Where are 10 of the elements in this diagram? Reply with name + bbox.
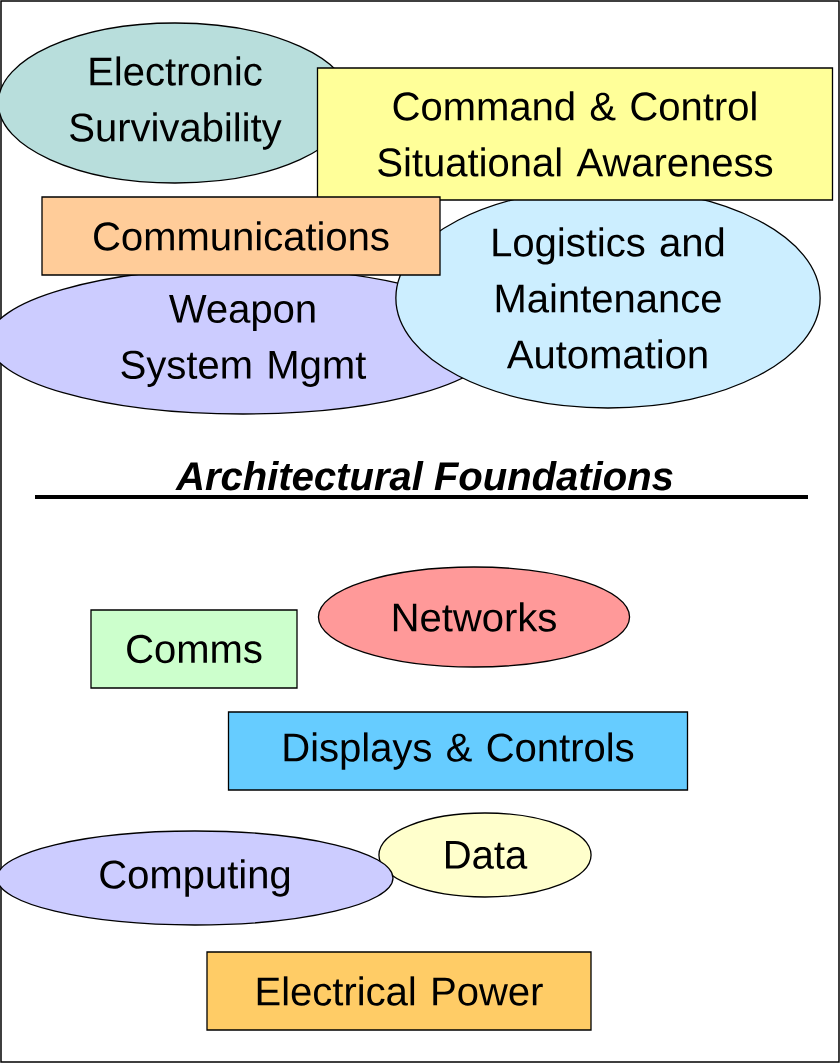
ellipse-bubble: Electronic Survivability (0, 22, 353, 184)
label-box: Displays & Controls (227, 711, 689, 791)
ellipse-bubble: Networks (317, 566, 631, 668)
ellipse-bubble: Data (378, 812, 592, 898)
label-box: Command & Control Situational Awareness (316, 67, 834, 201)
label-box: Comms (90, 609, 298, 689)
label-box: Electrical Power (206, 951, 592, 1031)
section-heading: Architectural Foundations (175, 461, 673, 491)
label-box: Communications (41, 196, 441, 276)
ellipse-bubble: Computing (0, 830, 394, 926)
